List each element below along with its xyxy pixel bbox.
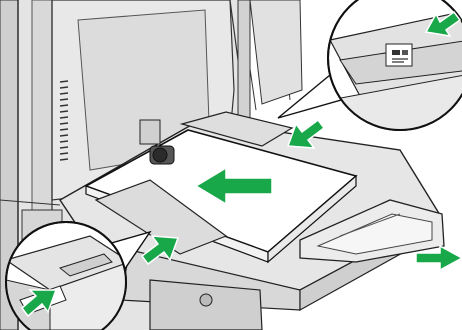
top-right-zoom-callout (278, 0, 462, 130)
